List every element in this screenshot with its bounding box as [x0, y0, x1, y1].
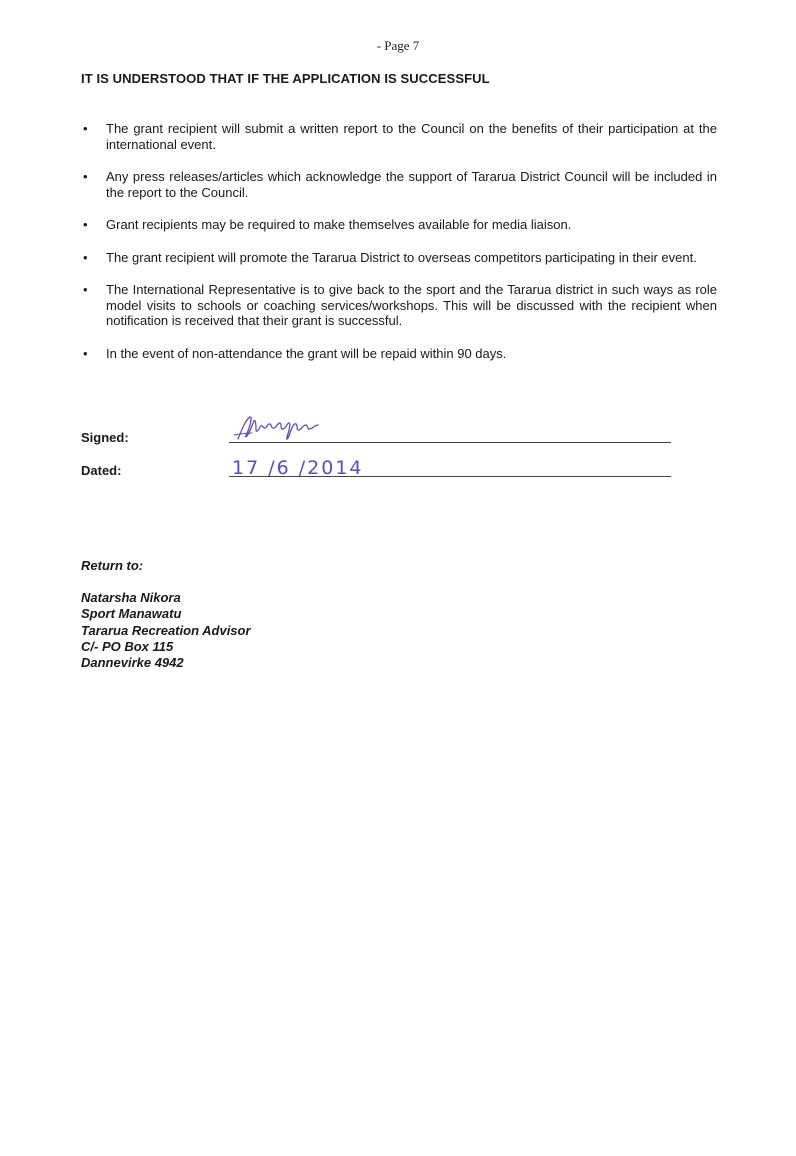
bullet-icon: •: [83, 217, 88, 232]
handwritten-date: 17 /6 /2014: [232, 457, 364, 479]
address-line: Natarsha Nikora: [81, 590, 181, 605]
condition-item: • Grant recipients may be required to mak…: [81, 217, 717, 233]
conditions-list: • The grant recipient will submit a writt…: [81, 121, 717, 378]
signed-label: Signed:: [81, 430, 129, 445]
address-line: Dannevirke 4942: [81, 655, 184, 671]
condition-item: • In the event of non-attendance the gran…: [81, 346, 717, 362]
return-to-label: Return to:: [81, 558, 144, 573]
date-line: [229, 476, 671, 477]
condition-item: • The grant recipient will submit a writt…: [81, 121, 717, 152]
dated-label: Dated:: [81, 463, 122, 478]
address-line: Sport Manawatu: [81, 606, 182, 622]
signature-line: [229, 442, 671, 443]
condition-text: Grant recipients may be required to make…: [106, 217, 572, 232]
return-address: Natarsha Nikora Sport Manawatu Tararua R…: [81, 590, 251, 671]
handwritten-signature: [233, 416, 319, 440]
bullet-icon: •: [83, 249, 88, 265]
condition-item: • The International Representative is to …: [81, 282, 717, 329]
section-heading: IT IS UNDERSTOOD THAT IF THE APPLICATION…: [81, 71, 490, 86]
bullet-icon: •: [83, 282, 88, 297]
condition-text: The grant recipient will submit a writte…: [106, 121, 717, 152]
condition-text: In the event of non-attendance the grant…: [106, 345, 507, 361]
address-line: Tararua Recreation Advisor: [81, 622, 251, 638]
condition-text: The grant recipient will promote the Tar…: [106, 249, 697, 265]
condition-text: Any press releases/articles which acknow…: [106, 169, 717, 200]
condition-text: The International Representative is to g…: [106, 282, 717, 328]
condition-item: • The grant recipient will promote the Ta…: [81, 250, 717, 266]
address-line: C/- PO Box 115: [81, 638, 174, 654]
bullet-icon: •: [83, 121, 88, 136]
bullet-icon: •: [83, 169, 88, 184]
condition-item: • Any press releases/articles which ackno…: [81, 169, 717, 200]
bullet-icon: •: [83, 345, 88, 361]
page-number: - Page 7: [376, 38, 420, 53]
